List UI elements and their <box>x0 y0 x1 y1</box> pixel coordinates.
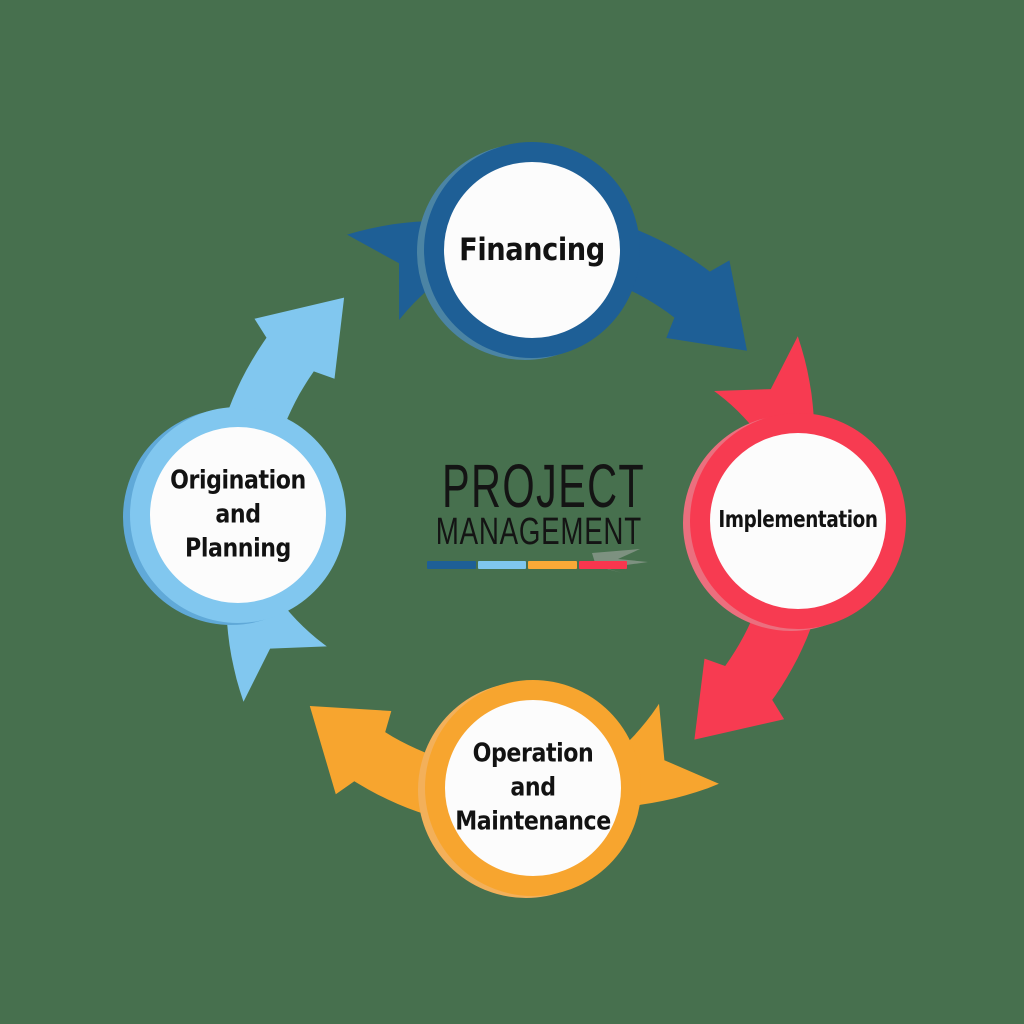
node-circle-origination-and-planning <box>130 407 346 623</box>
logo-color-bar <box>427 561 627 569</box>
logo-bar-segment <box>528 561 577 569</box>
logo-bar-segment <box>578 561 627 569</box>
node-circle-implementation <box>690 413 906 629</box>
node-circle-financing <box>424 142 640 358</box>
logo-title-project: PROJECT <box>442 452 646 520</box>
logo-bar-segment <box>477 561 526 569</box>
node-label-implementation: Implementation <box>718 507 878 534</box>
logo-title-management: MANAGEMENT <box>435 511 642 553</box>
node-label-origination-and-planning: Origination and Planning <box>170 465 306 563</box>
node-label-financing: Financing <box>459 231 605 268</box>
node-label-operation-and-maintenance: Operation and Maintenance <box>455 738 611 836</box>
node-circle-operation-and-maintenance <box>425 680 641 896</box>
center-logo: PROJECT MANAGEMENT <box>402 452 652 569</box>
logo-bar-segment <box>427 561 476 569</box>
